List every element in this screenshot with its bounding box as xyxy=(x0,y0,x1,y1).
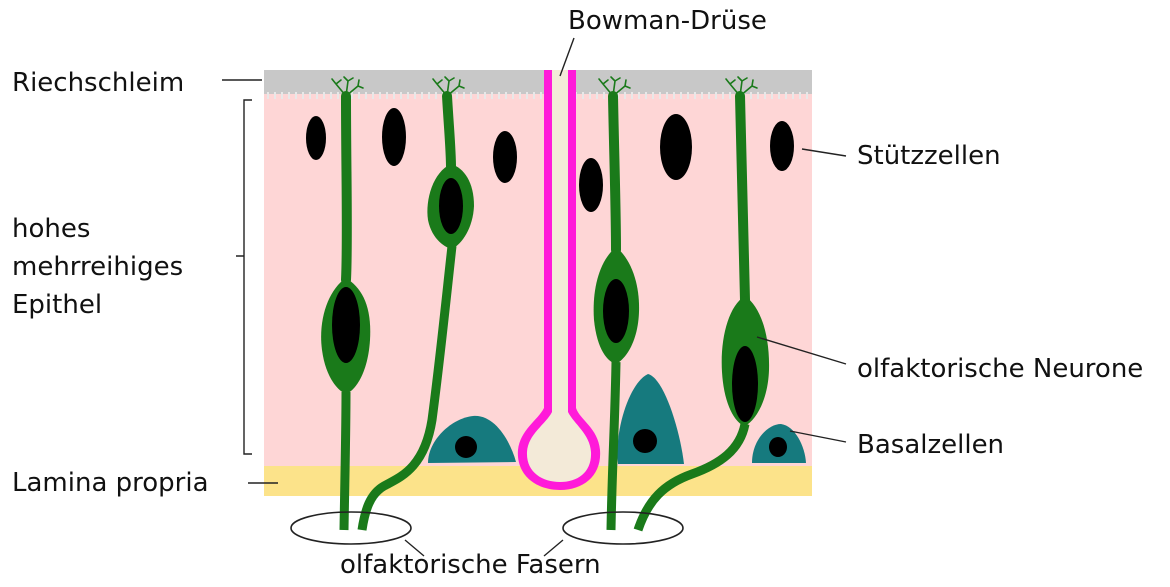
support-cell-nucleus xyxy=(579,158,603,212)
label-stuetzzellen: Stützzellen xyxy=(857,143,1001,169)
label-epithel-line: Epithel xyxy=(12,286,183,324)
label-epithel-line: mehrreihiges xyxy=(12,248,183,286)
support-cell-nucleus xyxy=(493,131,517,183)
label-riechschleim: Riechschleim xyxy=(12,70,184,96)
epithelium-bracket xyxy=(236,100,252,454)
olfactory-fiber-bundle-outline xyxy=(291,512,411,544)
support-cell-nucleus xyxy=(660,114,692,180)
label-bowman-druese: Bowman-Drüse xyxy=(568,8,767,34)
label-epithel-line: hohes xyxy=(12,210,183,248)
label-epithel: hohes mehrreihiges Epithel xyxy=(12,210,183,324)
olfactory-fiber-bundle-outline xyxy=(563,512,683,544)
support-cell-nucleus xyxy=(306,116,326,160)
label-basalzellen: Basalzellen xyxy=(857,432,1004,458)
support-cell-nucleus xyxy=(382,108,406,166)
label-olfaktorische-neurone: olfaktorische Neurone xyxy=(857,356,1143,382)
label-olfaktorische-fasern: olfaktorische Fasern xyxy=(340,552,601,578)
label-lamina-propria: Lamina propria xyxy=(12,470,209,496)
support-cell-nucleus xyxy=(770,121,794,171)
